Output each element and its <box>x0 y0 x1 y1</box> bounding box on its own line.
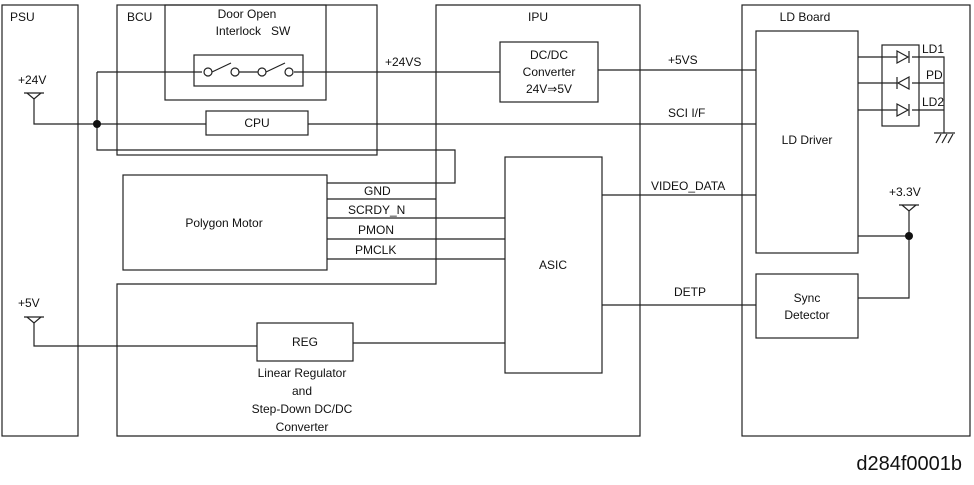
wire-5v-psu <box>33 323 257 347</box>
label-scrdy: SCRDY_N <box>348 203 405 217</box>
label-5v: +5V <box>18 296 40 310</box>
cpu-box <box>205 110 309 136</box>
reg-caption-3: Step-Down DC/DC <box>252 402 353 416</box>
diode-box <box>881 44 920 127</box>
ipu-label: IPU <box>528 10 548 24</box>
terminal-33v-icon <box>899 204 919 212</box>
asic-box <box>504 156 603 374</box>
terminal-5v-icon <box>24 316 44 324</box>
ld-board-label: LD Board <box>780 10 831 24</box>
door-switch-inner-box <box>193 54 304 87</box>
reg-label: REG <box>292 335 318 349</box>
ld-driver-box <box>755 30 859 254</box>
door-switch-box <box>164 4 327 101</box>
psu-block <box>1 4 79 437</box>
ld1-diode-icon <box>896 49 910 65</box>
wire-diode-common <box>912 56 945 133</box>
ipu-block <box>116 4 641 437</box>
psu-label: PSU <box>10 10 35 24</box>
ld-driver-label: LD Driver <box>782 133 833 147</box>
reg-caption-1: Linear Regulator <box>258 366 347 380</box>
label-pd: PD <box>926 68 943 82</box>
label-pmclk: PMCLK <box>355 243 396 257</box>
label-ld1: LD1 <box>922 42 944 56</box>
ground-icon <box>934 132 955 144</box>
cpu-label: CPU <box>244 116 269 130</box>
door-switch-label-1: Door Open <box>218 7 277 21</box>
label-5vs: +5VS <box>668 53 698 67</box>
label-33v: +3.3V <box>889 185 921 199</box>
polygon-motor-box <box>122 174 328 271</box>
wire-24v-psu <box>33 98 97 125</box>
label-gnd: GND <box>364 184 391 198</box>
bcu-label: BCU <box>127 10 152 24</box>
junction-24v <box>93 120 101 128</box>
label-ld2: LD2 <box>922 95 944 109</box>
terminal-24v-icon <box>24 92 44 100</box>
label-detp: DETP <box>674 285 706 299</box>
ld2-diode-icon <box>896 102 910 118</box>
interlock-switch-icon <box>203 62 294 77</box>
reg-caption-2: and <box>292 384 312 398</box>
dcdc-label-2: Converter <box>523 65 576 79</box>
polygon-motor-label: Polygon Motor <box>185 216 262 230</box>
dcdc-label-1: DC/DC <box>530 48 568 62</box>
wire-33v-sync <box>858 236 910 299</box>
label-sci: SCI I/F <box>668 106 705 120</box>
asic-label: ASIC <box>539 258 567 272</box>
label-24v: +24V <box>18 73 46 87</box>
figure-id: d284f0001b <box>856 453 962 475</box>
sync-detector-label-1: Sync <box>794 291 821 305</box>
wire-33v <box>858 211 910 237</box>
label-video-data: VIDEO_DATA <box>651 179 725 193</box>
ld-board-block <box>741 4 971 437</box>
wire-24v-switch-feed <box>96 72 456 184</box>
reg-caption-4: Converter <box>276 420 329 434</box>
pd-diode-icon <box>896 75 910 91</box>
reg-box <box>256 322 354 362</box>
door-switch-label-2: Interlock SW <box>216 24 291 38</box>
sync-detector-label-2: Detector <box>784 308 829 322</box>
junction-33v <box>905 232 913 240</box>
sync-detector-box <box>755 273 859 339</box>
dcdc-label-3: 24V⇒5V <box>526 82 572 96</box>
label-pmon: PMON <box>358 223 394 237</box>
label-24vs: +24VS <box>385 55 421 69</box>
